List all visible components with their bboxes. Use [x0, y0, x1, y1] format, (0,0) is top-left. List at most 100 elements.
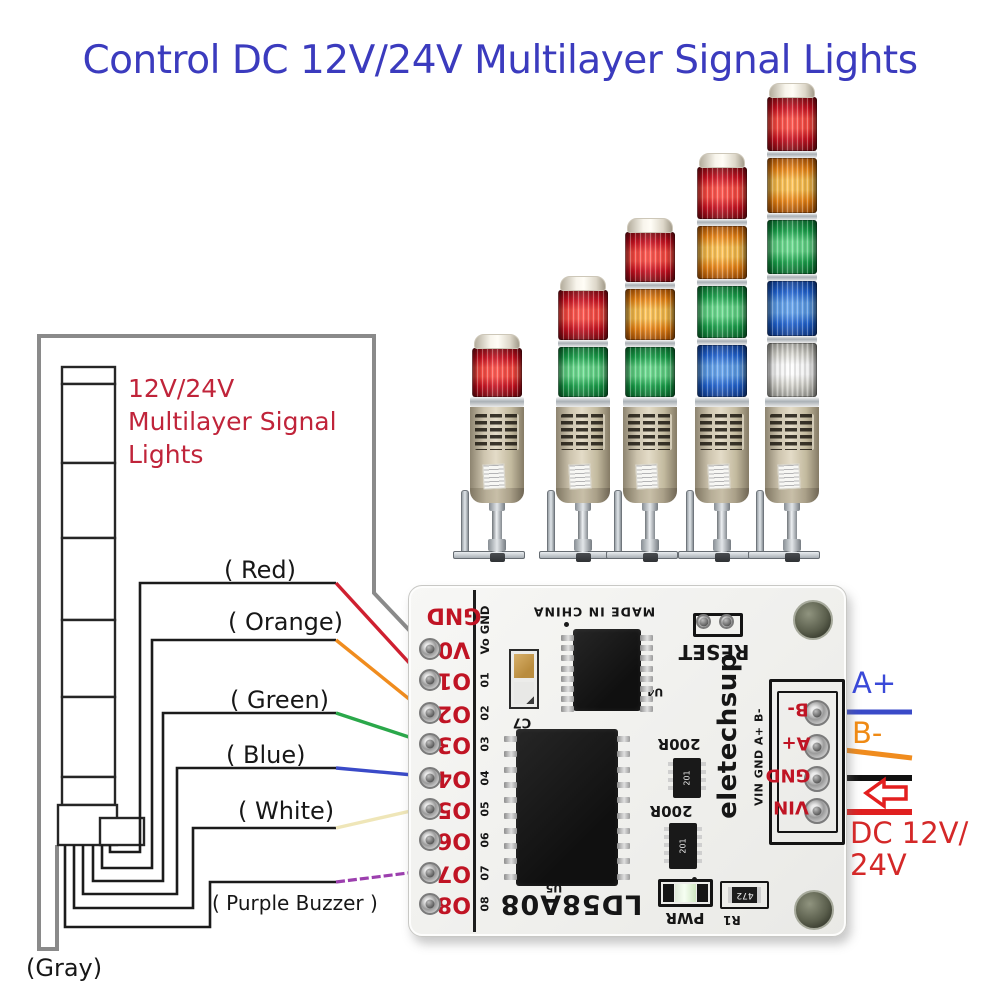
silk-terminal-pins: VIN GND A+ B-	[752, 708, 766, 806]
reset-pad	[696, 614, 711, 629]
wire-label-white: ( White)	[238, 797, 335, 825]
wire-label-green: ( Green)	[230, 686, 330, 714]
pin-label-o7: O7	[436, 860, 472, 886]
tower-5-pole-nut	[783, 539, 801, 551]
left-note-line1: 12V/24V	[128, 374, 235, 403]
ic-pin	[640, 696, 653, 703]
pin-label-gnd: GND	[426, 602, 482, 628]
silk-200r: 200R	[649, 802, 693, 820]
tower-3-sticker	[635, 463, 659, 490]
tower-5-base	[765, 407, 819, 490]
tower-5-base-ring	[765, 397, 819, 407]
tower-5-ring	[767, 335, 817, 343]
tower-3-clamp	[643, 553, 658, 562]
wire-gray	[37, 334, 430, 951]
page-title: Control DC 12V/24V Multilayer Signal Lig…	[82, 38, 918, 83]
terminal-pad-gnd	[804, 766, 830, 792]
tower-1-vents	[475, 414, 519, 450]
mounting-hole-icon	[793, 600, 833, 640]
tower-4-base-ring	[695, 397, 749, 407]
ic-pin	[504, 736, 517, 742]
ic-pin	[617, 766, 630, 773]
tower-3-base-ring	[623, 397, 677, 407]
pin-pad-o4	[419, 767, 441, 789]
terminal-pad-vin	[804, 798, 830, 824]
tower-2-layer-red	[558, 290, 608, 340]
terminal-label-gnd: GND	[765, 764, 811, 786]
tower-4-sticker	[707, 463, 731, 490]
tower-3-bracket-arm	[614, 490, 622, 554]
pin-label-o8: O8	[436, 891, 472, 917]
pin-label-o4: O4	[436, 765, 472, 791]
ic-pin	[640, 686, 653, 692]
tower-2-base	[556, 407, 610, 490]
silk-made-in-china: MADE IN CHINA	[532, 604, 656, 620]
tower-4-base	[695, 407, 749, 490]
tower-5-sticker	[777, 463, 801, 490]
wire-label-gray: (Gray)	[26, 954, 103, 982]
tower-5-vents	[770, 414, 814, 450]
pin-pad-o3	[419, 733, 441, 755]
terminal-pad-b-	[804, 700, 830, 726]
ic-pin	[504, 766, 517, 773]
tower-1-clamp	[490, 553, 505, 562]
terminal-block-inner	[777, 691, 838, 833]
ic-pin	[640, 665, 653, 672]
tower-2-layer-green	[558, 347, 608, 397]
pin-pad-o2	[419, 702, 441, 724]
silk-number-06: 06	[478, 832, 492, 848]
tower-3-cap	[627, 218, 673, 233]
terminal-block-outline	[769, 679, 845, 845]
tower-4-ring	[697, 219, 747, 227]
label-supply-2: 24V	[850, 848, 907, 882]
mounting-hole-icon	[794, 890, 834, 930]
ic-pin	[561, 655, 574, 662]
tower-4-vents	[700, 414, 744, 450]
pin-label-o3: O3	[436, 731, 472, 757]
pin-label-o5: O5	[436, 796, 472, 822]
tower-1-sticker	[482, 463, 506, 490]
tower-3-ring	[625, 282, 675, 290]
label-supply-1: DC 12V/	[850, 816, 969, 850]
ic-pin	[640, 675, 653, 682]
pin-pad-o8	[419, 893, 441, 915]
terminal-pad-a+	[804, 734, 830, 760]
ic-pin	[504, 873, 517, 880]
tower-2-cap	[560, 276, 606, 291]
tower-3-vents	[628, 414, 672, 450]
pin1-dot-icon	[564, 622, 569, 627]
wire-run-blue	[81, 766, 336, 896]
ic-pin	[504, 858, 517, 865]
left-note-line3: Lights	[128, 440, 204, 469]
led-terminal	[697, 884, 708, 902]
schematic-segment	[60, 536, 117, 622]
capacitor-c7	[509, 649, 539, 709]
wire-label-blue: ( Blue)	[226, 741, 306, 769]
ic-pin	[561, 635, 574, 641]
ic-pin	[617, 843, 630, 850]
ic-pin	[617, 873, 630, 880]
tower-2-base-taper	[556, 486, 610, 503]
reset-pad	[719, 614, 734, 629]
tower-5-pole-nut	[784, 502, 800, 511]
schematic-segment	[60, 695, 117, 779]
silk-number-04: 04	[478, 770, 492, 786]
tower-5-layer-red	[767, 97, 817, 152]
ic-pin	[640, 635, 653, 641]
tower-1-pole	[492, 502, 502, 552]
ic-pin	[640, 645, 653, 652]
wire-runs	[63, 581, 336, 929]
label-a-plus: A+	[852, 666, 897, 700]
tower-3-base-taper	[623, 486, 677, 503]
silk-number-01: 01	[478, 672, 492, 688]
tower-5-layer-blue	[767, 281, 817, 336]
tower-1-base	[470, 407, 524, 490]
silk-number-05: 05	[478, 801, 492, 817]
tower-5-layer-white	[767, 342, 817, 397]
r1-value: 472	[735, 890, 754, 900]
pin-label-o1: O1	[436, 667, 472, 693]
tower-2-sticker	[568, 463, 592, 490]
tower-2-pole-nut	[575, 502, 591, 511]
